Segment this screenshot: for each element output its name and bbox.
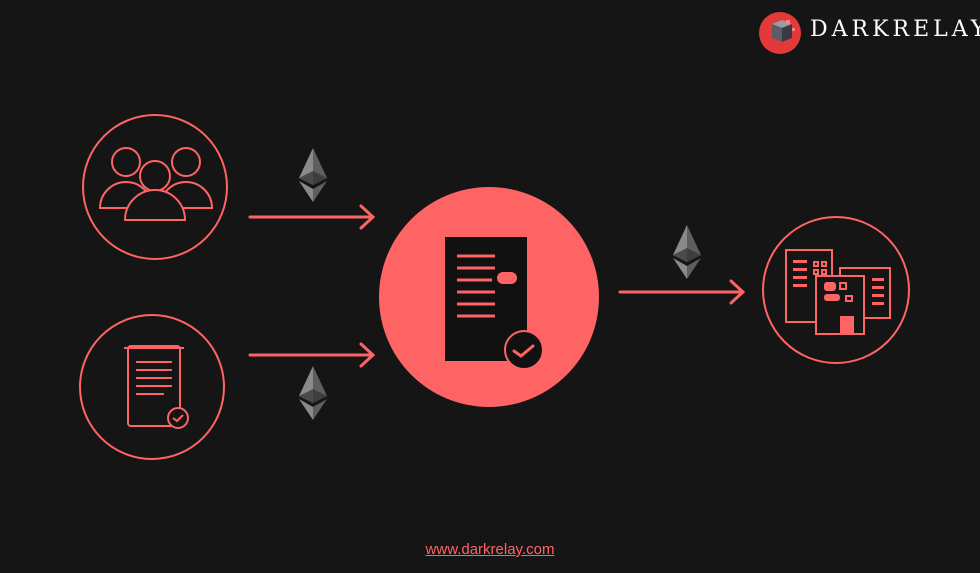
- arrow-users-to-contract: [248, 204, 376, 230]
- brand-name: DARKRELAY: [810, 17, 980, 42]
- arrow-document-to-contract: [248, 342, 376, 368]
- buildings-icon: [785, 249, 891, 335]
- organizations-node: [762, 216, 910, 364]
- scroll-check-icon: [124, 345, 189, 429]
- document-node: [79, 314, 225, 460]
- ethereum-icon: [299, 366, 327, 420]
- footer-link[interactable]: www.darkrelay.com: [425, 541, 555, 558]
- contract-check-icon: [445, 237, 544, 370]
- users-node: [82, 114, 228, 260]
- darkrelay-logo: [759, 12, 801, 54]
- arrow-contract-to-organizations: [618, 279, 746, 305]
- users-group-icon: [98, 147, 214, 221]
- contract-node: [379, 187, 599, 407]
- ethereum-icon: [299, 148, 327, 202]
- ethereum-icon: [673, 225, 701, 279]
